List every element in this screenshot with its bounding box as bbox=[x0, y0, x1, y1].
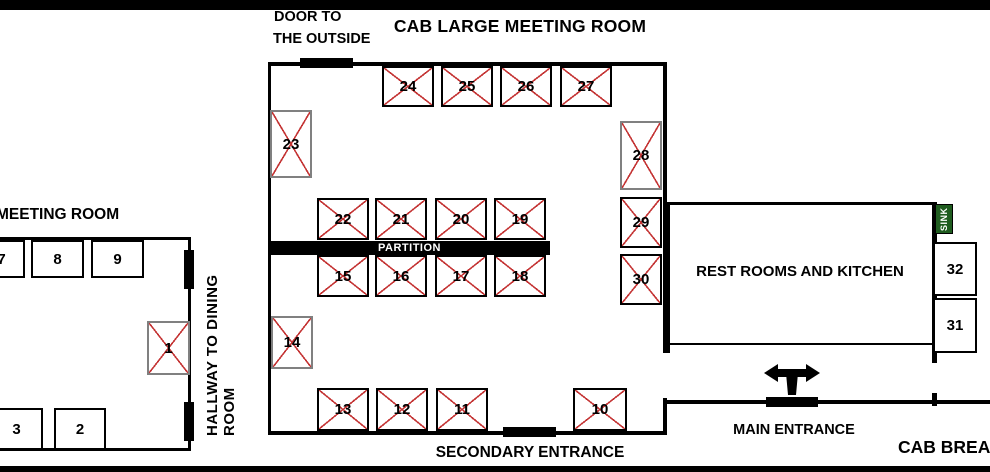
table-24: 24 bbox=[382, 66, 434, 107]
main-entrance-door bbox=[766, 397, 818, 407]
table-17: 17 bbox=[435, 255, 487, 297]
table-23: 23 bbox=[270, 110, 312, 178]
table-10: 10 bbox=[573, 388, 627, 431]
table-9: 9 bbox=[91, 240, 144, 278]
hallway-label: HALLWAY TO DINING ROOM bbox=[204, 274, 238, 436]
left-room-title: MEETING ROOM bbox=[0, 206, 120, 223]
bottom-frame-bar bbox=[0, 466, 990, 472]
table-number: 30 bbox=[632, 271, 650, 288]
door-to-outside-label-line1: DOOR TO bbox=[274, 9, 342, 25]
table-number: 14 bbox=[283, 334, 301, 351]
table-18: 18 bbox=[494, 255, 546, 297]
table-number: 12 bbox=[393, 401, 411, 418]
table-number: 3 bbox=[12, 420, 21, 438]
table-number: 8 bbox=[53, 250, 62, 268]
table-number: 17 bbox=[452, 267, 470, 285]
table-number: 25 bbox=[458, 78, 476, 95]
secondary-entrance-label: SECONDARY ENTRANCE bbox=[435, 444, 625, 461]
door-to-outside-label-line2: THE OUTSIDE bbox=[273, 31, 371, 47]
table-1: 1 bbox=[147, 321, 190, 375]
table-21: 21 bbox=[375, 198, 427, 240]
secondary-entrance-door bbox=[503, 427, 556, 437]
table-14: 14 bbox=[271, 316, 313, 369]
restrooms-kitchen-label: REST ROOMS AND KITCHEN bbox=[696, 263, 904, 280]
table-number: 7 bbox=[0, 250, 6, 268]
table-number: 15 bbox=[334, 267, 352, 285]
table-22: 22 bbox=[317, 198, 369, 240]
left-room-door-upper bbox=[184, 250, 194, 289]
table-16: 16 bbox=[375, 255, 427, 297]
table-number: 24 bbox=[399, 78, 417, 95]
table-number: 16 bbox=[392, 267, 410, 285]
outside-door bbox=[300, 58, 353, 68]
table-number: 20 bbox=[452, 210, 470, 228]
table-27: 27 bbox=[560, 66, 612, 107]
main-room-wall-top bbox=[268, 62, 667, 66]
table-number: 22 bbox=[334, 210, 352, 228]
table-31: 31 bbox=[933, 298, 977, 353]
main-entrance-label: MAIN ENTRANCE bbox=[733, 422, 855, 438]
table-number: 31 bbox=[946, 317, 964, 334]
table-number: 23 bbox=[282, 135, 300, 153]
table-number: 26 bbox=[517, 78, 535, 95]
table-3: 3 bbox=[0, 408, 43, 450]
left-room-wall-top bbox=[0, 237, 191, 240]
top-frame-bar bbox=[0, 0, 990, 10]
corridor-wall-bottom bbox=[667, 400, 990, 404]
table-number: 19 bbox=[511, 210, 529, 228]
entrance-direction-arrow-icon bbox=[764, 364, 820, 395]
main-room-title: CAB LARGE MEETING ROOM bbox=[393, 16, 647, 36]
restrooms-wall-top bbox=[667, 202, 935, 205]
table-12: 12 bbox=[376, 388, 428, 431]
table-8: 8 bbox=[31, 240, 84, 278]
restrooms-wall-bottom bbox=[667, 343, 934, 345]
table-number: 11 bbox=[454, 401, 470, 418]
table-32: 32 bbox=[933, 242, 977, 296]
table-number: 29 bbox=[632, 214, 650, 231]
table-30: 30 bbox=[620, 254, 662, 305]
break-room-label: CAB BREAK bbox=[898, 437, 990, 457]
main-room-wall-bottom bbox=[268, 431, 667, 435]
partition-bar: PARTITION bbox=[269, 241, 550, 255]
restrooms-wall-left bbox=[663, 202, 670, 353]
table-number: 13 bbox=[334, 401, 352, 418]
table-25: 25 bbox=[441, 66, 493, 107]
table-number: 1 bbox=[164, 339, 173, 357]
table-number: 9 bbox=[113, 250, 122, 268]
table-number: 32 bbox=[946, 260, 964, 278]
table-2: 2 bbox=[54, 408, 106, 450]
table-11: 11 bbox=[436, 388, 488, 431]
table-number: 10 bbox=[591, 401, 609, 418]
table-number: 2 bbox=[75, 420, 85, 438]
table-20: 20 bbox=[435, 198, 487, 240]
table-13: 13 bbox=[317, 388, 369, 431]
table-15: 15 bbox=[317, 255, 369, 297]
table-26: 26 bbox=[500, 66, 552, 107]
table-number: 27 bbox=[577, 78, 595, 95]
table-number: 28 bbox=[632, 147, 650, 164]
left-room-door-lower bbox=[184, 402, 194, 441]
table-7: 7 bbox=[0, 240, 25, 278]
sink-label: SINK bbox=[935, 204, 953, 234]
table-19: 19 bbox=[494, 198, 546, 240]
table-number: 18 bbox=[511, 267, 529, 285]
table-29: 29 bbox=[620, 197, 662, 248]
main-room-wall-right-lower bbox=[663, 398, 667, 435]
table-28: 28 bbox=[620, 121, 662, 190]
restrooms-wall-right-tick bbox=[932, 393, 937, 406]
table-number: 21 bbox=[392, 210, 410, 228]
